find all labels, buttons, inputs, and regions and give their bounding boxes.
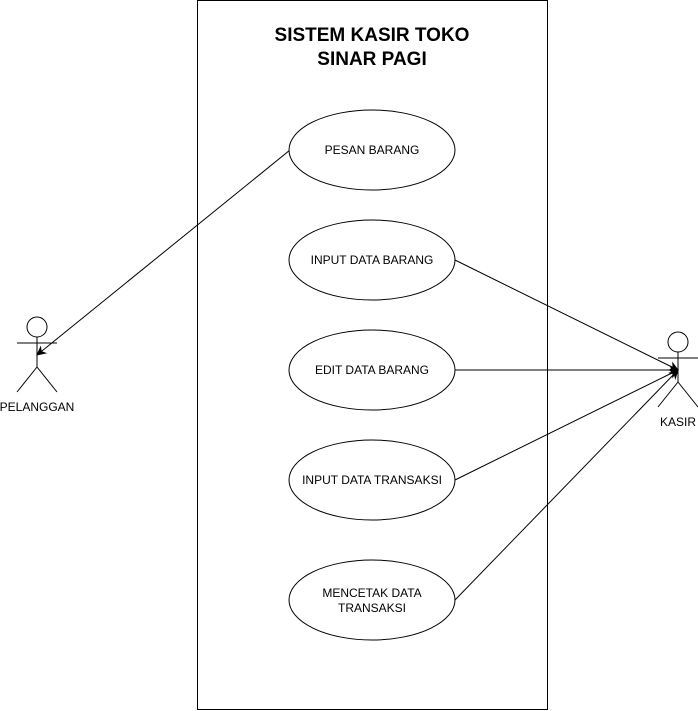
association-mencetak-data-transaksi-kasir [454,369,679,601]
use-case-input-data-barang[interactable]: INPUT DATA BARANG [288,219,456,301]
system-title-line2: SINAR PAGI [317,49,426,70]
actor-pelanggan[interactable]: PELANGGAN [0,316,74,414]
use-case-edit-data-barang[interactable]: EDIT DATA BARANG [288,329,456,411]
use-case-label-line1: MENCETAK DATA [322,586,421,600]
use-case-pesan-barang[interactable]: PESAN BARANG [288,109,456,191]
actor-kasir[interactable]: KASIR [657,331,698,429]
association-input-data-transaksi-kasir [454,369,679,481]
stick-figure-icon [16,316,58,393]
system-title-line1: SISTEM KASIR TOKO [275,25,470,46]
use-case-label-line2: TRANSAKSI [338,601,406,615]
use-case-label: EDIT DATA BARANG [315,363,429,377]
use-case-label: INPUT DATA TRANSAKSI [302,473,442,487]
association-input-data-barang-kasir [454,259,679,371]
association-pesan-barang-pelanggan [36,149,291,356]
use-case-label: PESAN BARANG [325,143,420,157]
use-case-label: INPUT DATA BARANG [311,253,434,267]
use-case-input-data-transaksi[interactable]: INPUT DATA TRANSAKSI [288,439,456,521]
actor-label: PELANGGAN [0,400,74,414]
actor-label: KASIR [660,415,696,429]
use-case-mencetak-data-transaksi[interactable]: MENCETAK DATA TRANSAKSI [288,559,456,641]
stick-figure-icon [657,331,698,408]
